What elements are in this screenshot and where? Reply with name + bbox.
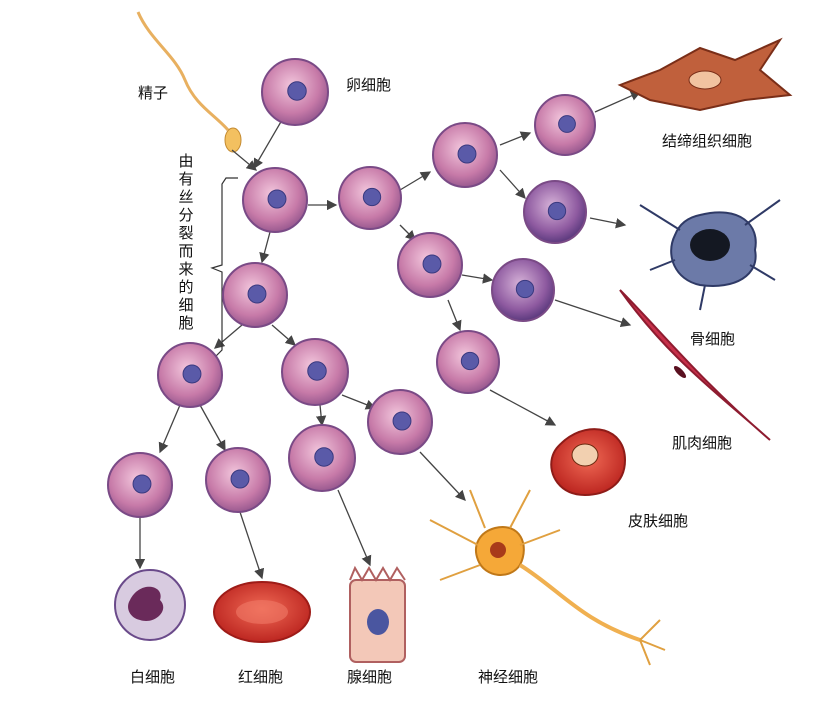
arrow <box>259 231 271 264</box>
white-blood-cell <box>114 569 186 641</box>
arrow <box>447 299 462 332</box>
label-muscle-cell: 肌肉细胞 <box>672 434 733 452</box>
arrow <box>461 273 494 284</box>
nucleus <box>422 254 442 274</box>
arrow <box>499 131 532 146</box>
nucleus <box>307 361 327 381</box>
connective-tissue-cell <box>617 37 793 112</box>
arrow <box>253 119 283 170</box>
cell-c3 <box>436 330 500 394</box>
arrow <box>158 404 181 454</box>
egg-cell <box>261 58 329 126</box>
muscle-cell <box>619 289 771 441</box>
label-red-blood-cell: 红细胞 <box>238 668 284 686</box>
cell-a5 <box>367 389 433 455</box>
label-egg: 卵细胞 <box>346 76 392 94</box>
cell-a2 <box>222 262 288 328</box>
cell-b2 <box>432 122 498 188</box>
cell-c1 <box>397 232 463 298</box>
nucleus <box>247 284 267 304</box>
nucleus <box>230 469 250 489</box>
cell-a8 <box>288 424 356 492</box>
label-connective-tissue: 结缔组织细胞 <box>662 132 753 150</box>
nucleus <box>314 447 334 467</box>
cell-a1 <box>242 167 308 233</box>
arrow <box>337 489 372 567</box>
label-sperm: 精子 <box>138 84 169 102</box>
division-bracket <box>204 177 238 357</box>
cell-b3 <box>534 94 596 156</box>
arrow <box>341 394 377 410</box>
gland-cell <box>349 565 406 663</box>
nucleus <box>558 115 576 133</box>
arrow <box>315 404 327 427</box>
nucleus <box>287 81 307 101</box>
cell-a7 <box>205 447 271 513</box>
nucleus <box>267 189 287 209</box>
label-mitosis-division: 由有丝分裂而来的细胞 <box>178 152 194 332</box>
label-white-blood-cell: 白细胞 <box>130 668 176 686</box>
bone-cell <box>639 199 781 311</box>
arrow <box>554 299 632 328</box>
arrows <box>134 90 642 580</box>
skin-cell <box>550 428 627 497</box>
nucleus <box>132 474 152 494</box>
nucleus <box>182 364 202 384</box>
nucleus <box>460 351 480 371</box>
label-nerve-cell: 神经细胞 <box>478 668 539 686</box>
sperm-cell <box>136 11 242 153</box>
cell-c2 <box>491 258 555 322</box>
label-gland-cell: 腺细胞 <box>347 668 393 686</box>
arrow <box>239 511 265 580</box>
nucleus <box>547 201 567 221</box>
cell-b1 <box>338 166 402 230</box>
label-skin-cell: 皮肤细胞 <box>628 512 689 530</box>
arrow <box>589 217 627 229</box>
arrow <box>399 171 432 191</box>
arrow <box>199 404 226 452</box>
cell-b4 <box>523 180 587 244</box>
label-bone-cell: 骨细胞 <box>690 330 736 348</box>
nucleus <box>515 279 535 299</box>
cell-a4 <box>281 338 349 406</box>
cell-a3 <box>157 342 223 408</box>
arrow <box>231 149 257 171</box>
nucleus <box>392 411 412 431</box>
arrow <box>419 451 466 501</box>
arrow <box>594 90 642 113</box>
cells <box>107 58 596 518</box>
arrow <box>499 169 526 199</box>
arrow <box>489 389 557 426</box>
nucleus <box>457 144 477 164</box>
cell-a6 <box>107 452 173 518</box>
red-blood-cell <box>213 581 311 643</box>
nucleus <box>362 187 382 207</box>
arrow <box>214 324 243 349</box>
arrow <box>271 324 296 346</box>
nerve-cell <box>429 489 666 666</box>
